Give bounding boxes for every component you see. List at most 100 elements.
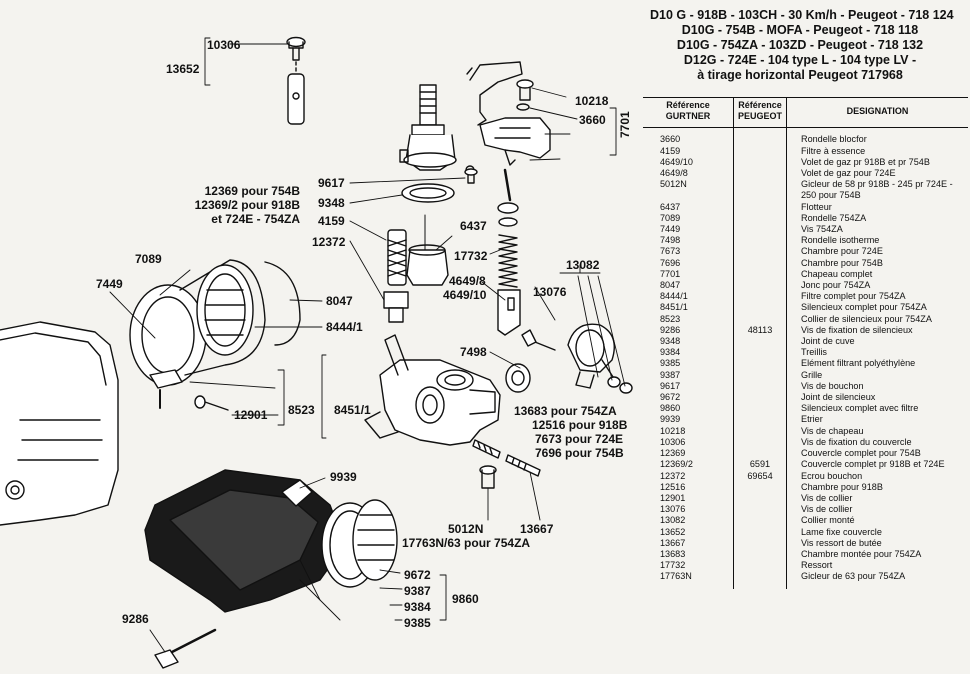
part-ref-peugeot: 6591 [733, 459, 787, 471]
callout-9939: 9939 [330, 470, 357, 484]
float-6437 [406, 214, 449, 286]
part-ref-gurtner: 8047 [660, 280, 681, 291]
part-ref-peugeot [733, 201, 787, 213]
part-ref-gurtner: 7449 [660, 224, 681, 235]
callout-8523: 8523 [288, 403, 315, 417]
callout-4159: 4159 [318, 214, 345, 228]
part-ref-peugeot [733, 212, 787, 225]
table-row: 12901 Vis de collier [643, 492, 968, 505]
part-ref-peugeot [733, 313, 787, 325]
part-designation: Ecrou bouchon [786, 470, 968, 482]
part-designation: Grille [786, 369, 968, 381]
callout-9672: 9672 [404, 568, 431, 582]
part-designation: Vis de fixation du couvercle [786, 436, 968, 449]
table-row: 8444/1 Filtre complet pour 754ZA [643, 291, 968, 303]
callout-13082: 13082 [566, 258, 600, 272]
part-designation: Silencieux complet avec filtre [786, 403, 968, 415]
part-ref-peugeot [733, 280, 787, 292]
part-ref-gurtner: 7498 [660, 235, 681, 246]
part-ref-peugeot [733, 414, 787, 426]
callout-13683: 13683 pour 754ZA [514, 404, 617, 418]
part-designation: Vis de bouchon [786, 380, 968, 393]
callout-12516: 12516 pour 918B [532, 418, 628, 432]
part-ref-peugeot [733, 492, 787, 505]
part-ref-peugeot [733, 347, 787, 359]
part-designation: Flotteur [786, 201, 968, 213]
part-ref-gurtner: 17732 [660, 560, 686, 571]
callout-724e-754za: et 724E - 754ZA [211, 212, 300, 226]
part-ref-peugeot [733, 515, 787, 527]
part-ref-gurtner: 7089 [660, 212, 681, 223]
carb-body [364, 334, 501, 446]
throttle-slide [497, 289, 521, 336]
part-designation: Joint de silencieux [786, 392, 968, 404]
part-ref-gurtner: 10306 [660, 436, 686, 447]
part-ref-peugeot: 48113 [733, 324, 787, 337]
part-ref-peugeot [733, 448, 787, 460]
header-line: D12G - 724E - 104 type L - 104 type LV - [683, 53, 917, 67]
part-ref-gurtner: 13076 [660, 504, 686, 515]
part-ref-gurtner: 17763N [660, 571, 692, 582]
choke-lever [479, 117, 551, 214]
part-ref-gurtner: 12516 [660, 481, 686, 492]
part-designation: Chambre pour 754B [786, 257, 968, 269]
table-row: 9348 Joint de cuve [643, 336, 968, 348]
part-ref-peugeot [733, 224, 787, 236]
part-ref-peugeot [733, 168, 787, 180]
part-ref-gurtner: 10218 [660, 425, 686, 436]
part-designation: Filtre complet pour 754ZA [786, 291, 968, 303]
callout-5012n: 5012N [448, 522, 484, 536]
part-ref-gurtner: 13082 [660, 515, 686, 526]
part-designation: Vis de collier [786, 504, 968, 516]
part-ref-gurtner: 7696 [660, 257, 681, 268]
part-ref-peugeot [733, 504, 787, 516]
header-line: D10G - 754ZA - 103ZD - Peugeot - 718 132 [676, 38, 924, 52]
part-ref-gurtner: 8523 [660, 313, 681, 324]
table-row: 7089 Rondelle 754ZA [643, 212, 968, 225]
callout-10306: 10306 [207, 38, 241, 52]
part-ref-gurtner: 9348 [660, 336, 681, 347]
part-ref-gurtner: 7701 [660, 268, 681, 279]
callout-13667: 13667 [520, 522, 554, 536]
table-row: 10306 Vis de fixation du couvercle [643, 436, 968, 449]
callout-7498: 7498 [460, 345, 487, 359]
part-designation: Etrier [786, 414, 968, 426]
leader-lines [109, 37, 626, 653]
part-designation: Vis de collier [786, 492, 968, 505]
silencer-9860 [144, 469, 398, 613]
part-ref-gurtner: 13667 [660, 537, 686, 548]
part-ref-gurtner: 13683 [660, 548, 686, 559]
part-ref-peugeot: 69654 [733, 470, 787, 482]
callout-8047: 8047 [326, 294, 353, 308]
part-ref-peugeot [733, 246, 787, 258]
part-designation: Chambre pour 724E [786, 246, 968, 258]
part-ref-gurtner: 4649/8 [660, 168, 688, 179]
part-ref-gurtner: 4649/10 [660, 156, 693, 167]
callout-12901: 12901 [234, 408, 268, 422]
part-ref-gurtner: 9387 [660, 369, 681, 380]
callout-13076: 13076 [533, 285, 567, 299]
part-ref-peugeot [733, 436, 787, 449]
part-designation: Rondelle 754ZA [786, 212, 968, 225]
part-designation: Filtre à essence [786, 145, 968, 157]
callout-7089: 7089 [135, 252, 162, 266]
part-ref-gurtner: 12901 [660, 492, 686, 503]
part-designation: Vis de fixation de silencieux [786, 324, 968, 337]
part-designation: Joint de cuve [786, 336, 968, 348]
header-line: à tirage horizontal Peugeot 717968 [697, 68, 903, 82]
part-ref-gurtner: 8444/1 [660, 291, 688, 302]
